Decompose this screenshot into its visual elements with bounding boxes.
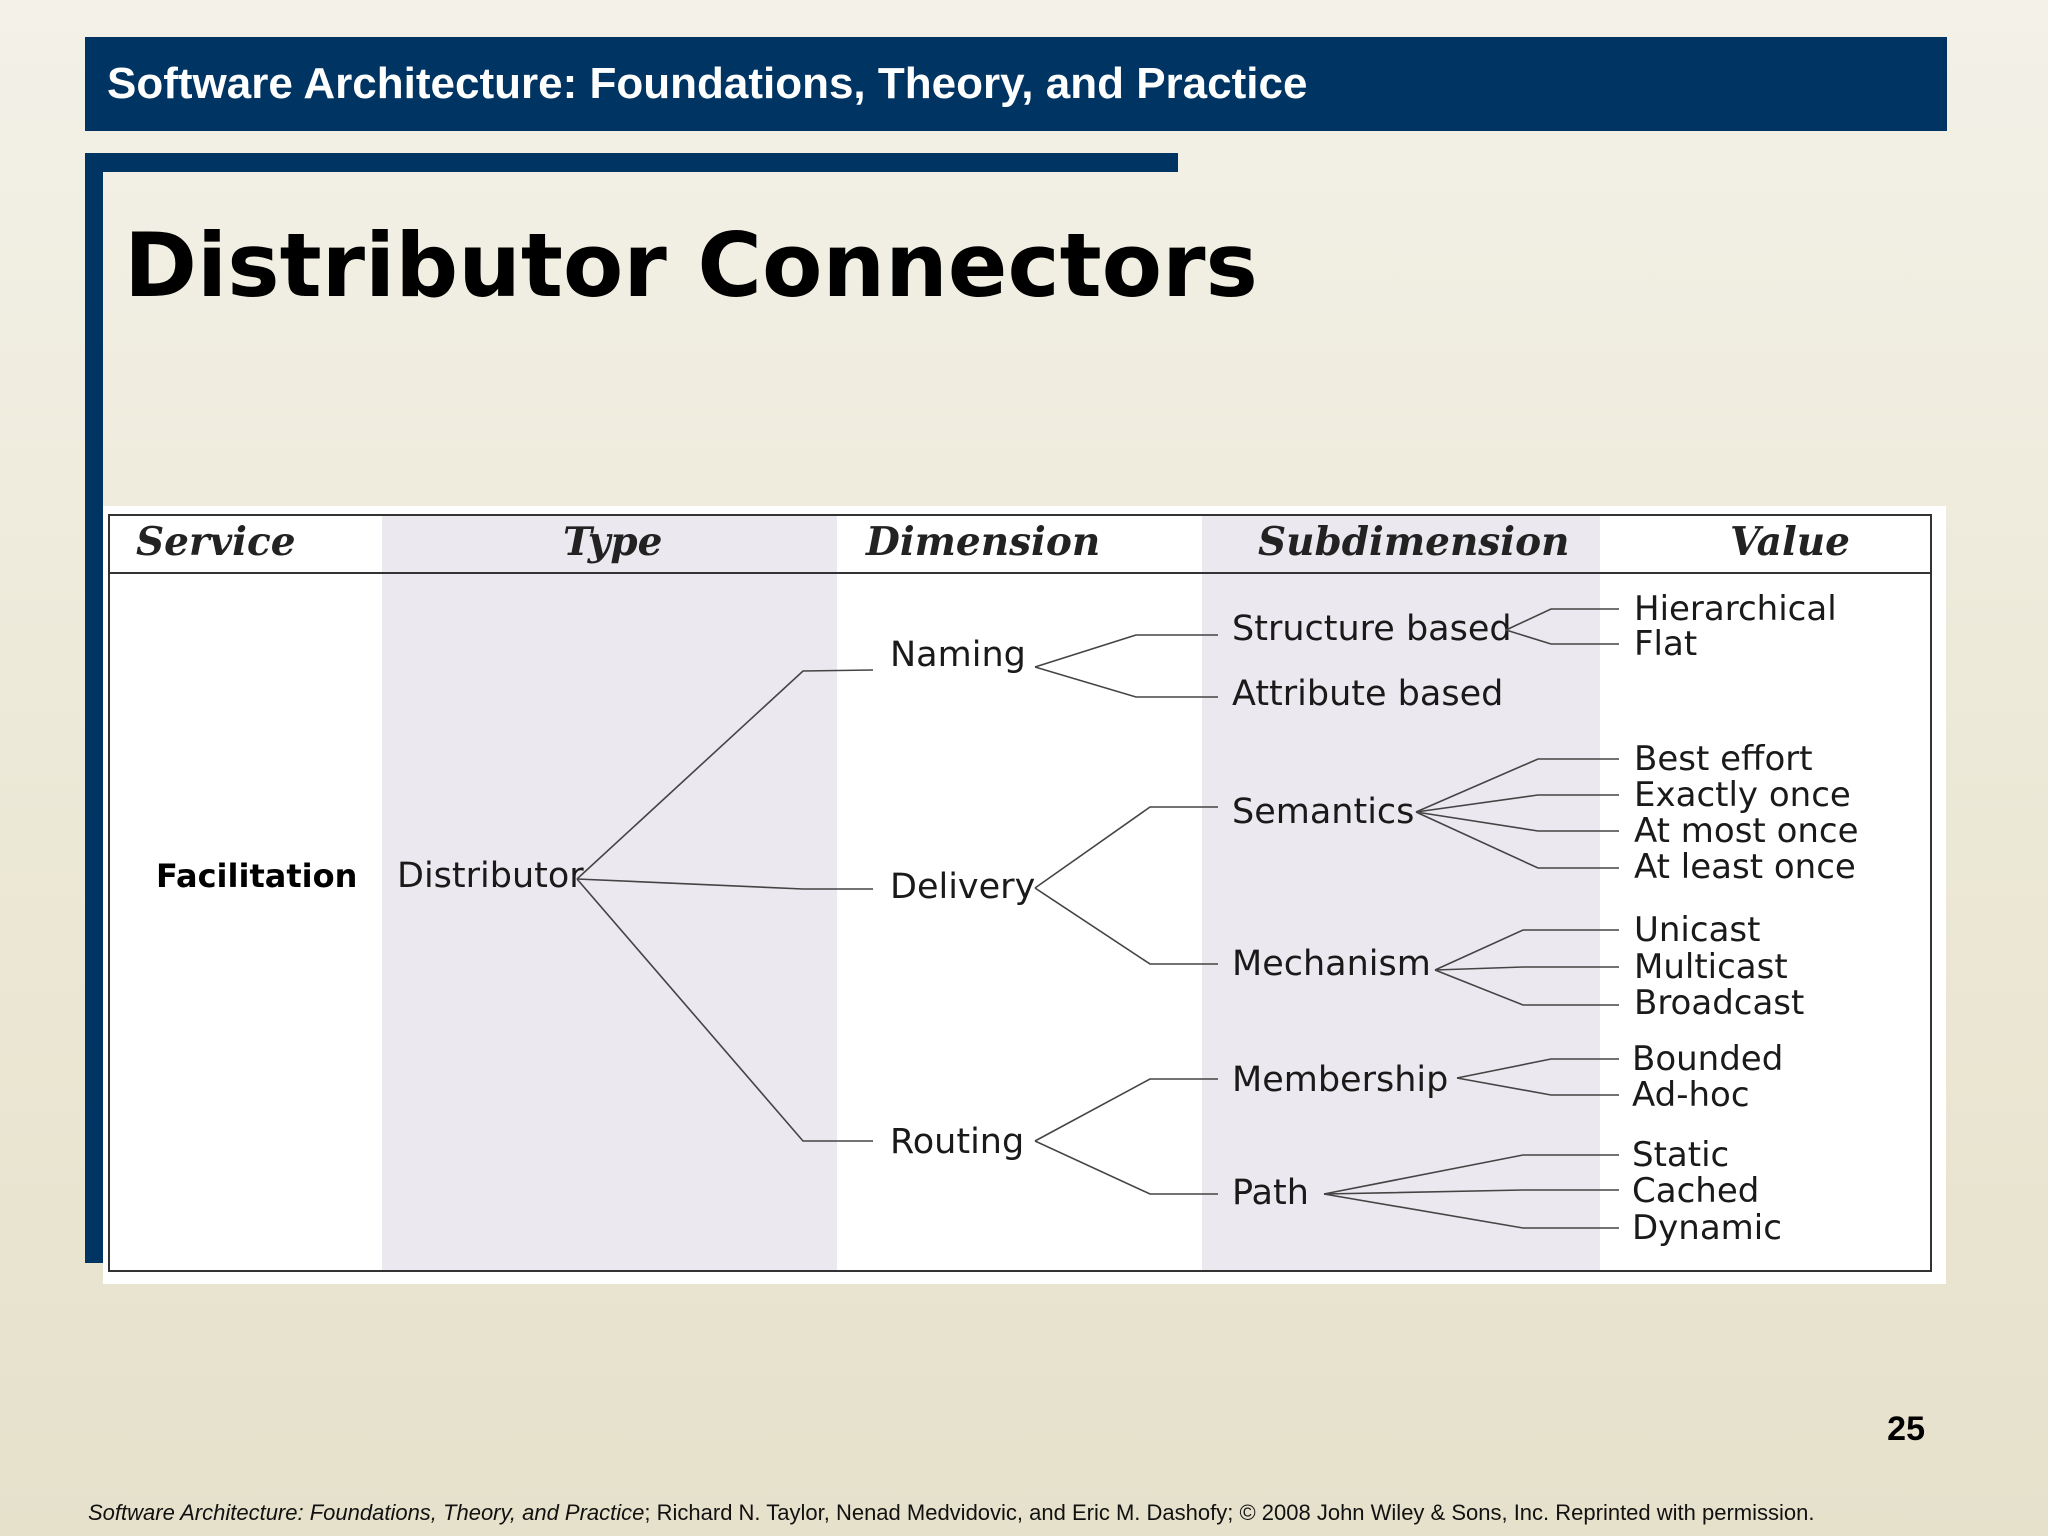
col-header-value: Value xyxy=(1730,519,1850,565)
col-header-type: Type xyxy=(563,519,662,565)
subdimension-column-band xyxy=(1202,515,1600,1271)
page-number: 25 xyxy=(1887,1410,1925,1448)
value-static: Static xyxy=(1632,1135,1729,1175)
value-broadcast: Broadcast xyxy=(1634,983,1804,1023)
value-at-least-once: At least once xyxy=(1634,847,1856,887)
col-header-service: Service xyxy=(136,519,296,565)
dimension-delivery: Delivery xyxy=(890,867,1035,907)
subdimension-attribute-based: Attribute based xyxy=(1232,674,1503,714)
table-frame xyxy=(108,514,1932,1272)
dimension-routing: Routing xyxy=(890,1122,1024,1162)
type-column-band xyxy=(382,515,837,1271)
subdimension-path: Path xyxy=(1232,1173,1309,1213)
subdimension-semantics: Semantics xyxy=(1232,792,1414,832)
dimension-to-subdimension-connectors xyxy=(1034,634,1218,1195)
value-dynamic: Dynamic xyxy=(1632,1208,1782,1248)
value-exactly-once: Exactly once xyxy=(1634,775,1851,815)
footer-citation: Software Architecture: Foundations, Theo… xyxy=(88,1500,1814,1526)
value-ad-hoc: Ad-hoc xyxy=(1632,1075,1750,1115)
dimension-naming: Naming xyxy=(890,635,1026,675)
value-flat: Flat xyxy=(1634,624,1697,664)
header-bar: Software Architecture: Foundations, Theo… xyxy=(85,37,1947,131)
value-bounded: Bounded xyxy=(1632,1039,1783,1079)
footer-book-title: Software Architecture: Foundations, Theo… xyxy=(88,1500,645,1525)
type-label: Distributor xyxy=(397,856,584,896)
subdimension-mechanism: Mechanism xyxy=(1232,944,1431,984)
col-header-subdimension: Subdimension xyxy=(1258,519,1569,565)
subdimension-to-value-connectors xyxy=(1323,608,1619,1229)
value-best-effort: Best effort xyxy=(1634,739,1813,779)
book-title: Software Architecture: Foundations, Theo… xyxy=(107,59,1308,108)
title-rule-left xyxy=(85,153,103,1263)
title-rule-top xyxy=(85,153,1178,172)
col-header-dimension: Dimension xyxy=(865,519,1100,565)
type-to-dimension-connectors xyxy=(576,669,874,1142)
value-unicast: Unicast xyxy=(1634,910,1760,950)
value-multicast: Multicast xyxy=(1634,947,1788,987)
subdimension-membership: Membership xyxy=(1232,1060,1448,1100)
value-at-most-once: At most once xyxy=(1634,811,1859,851)
service-label: Facilitation xyxy=(156,857,357,895)
taxonomy-figure: Service Type Dimension Subdimension Valu… xyxy=(103,506,1946,1284)
subdimension-structure-based: Structure based xyxy=(1232,609,1512,649)
slide-title: Distributor Connectors xyxy=(124,214,1258,317)
value-cached: Cached xyxy=(1632,1171,1759,1211)
footer-credits: ; Richard N. Taylor, Nenad Medvidovic, a… xyxy=(644,1500,1815,1525)
value-hierarchical: Hierarchical xyxy=(1634,589,1837,629)
